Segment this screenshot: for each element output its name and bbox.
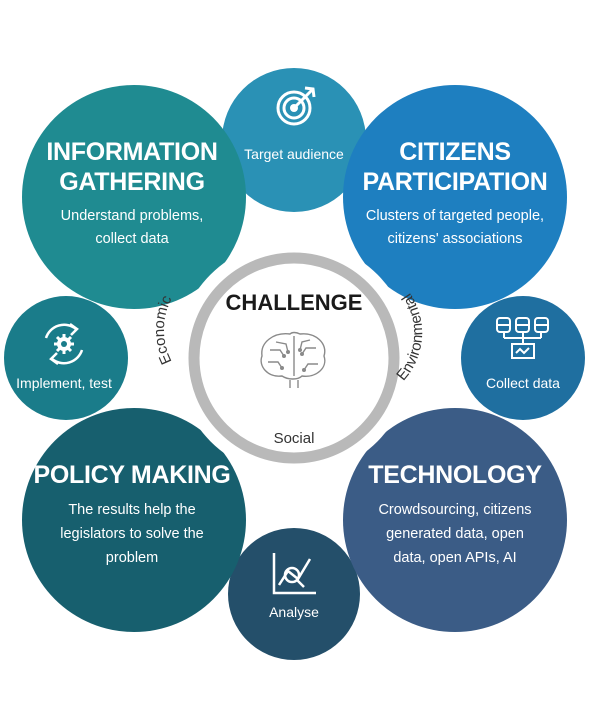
analyse-label: Analyse [269,604,319,620]
implement-test-label: Implement, test [16,375,112,391]
policy-making-title: POLICY MAKING [33,461,230,489]
info-gathering-title-1: INFORMATION [46,138,217,166]
technology-desc-1: Crowdsourcing, citizens [378,502,531,518]
technology-desc-2: generated data, open [386,526,524,542]
info-gathering-desc-2: collect data [95,231,169,247]
citizens-participation-desc-1: Clusters of targeted people, [366,208,544,224]
circle-technology [343,408,567,632]
citizens-participation-title-1: CITIZENS [399,138,511,166]
policy-making-desc-3: problem [106,550,158,566]
brain-circuit-icon [260,331,326,388]
collect-data-label: Collect data [486,375,560,391]
info-gathering-desc-1: Understand problems, [61,208,204,224]
challenge-title: CHALLENGE [226,290,363,315]
circle-policy-making [22,408,246,632]
policy-making-desc-1: The results help the [68,502,195,518]
target-audience-label: Target audience [244,146,344,162]
citizens-participation-title-2: PARTICIPATION [363,168,548,196]
target-icon [276,86,316,126]
circle-information-gathering [22,85,246,309]
policy-making-desc-2: legislators to solve the [60,526,203,542]
technology-title: TECHNOLOGY [368,461,542,489]
circle-citizens-participation [343,85,567,309]
small-circle-left [4,296,128,420]
analysis-chart-icon [272,553,316,595]
technology-desc-3: data, open APIs, AI [393,550,516,566]
social-label: Social [274,430,315,447]
gear-cycle-icon [44,322,84,366]
database-icon [496,317,549,359]
citizens-participation-desc-2: citizens' associations [388,231,523,247]
small-circle-top [222,68,366,212]
info-gathering-title-2: GATHERING [59,168,204,196]
